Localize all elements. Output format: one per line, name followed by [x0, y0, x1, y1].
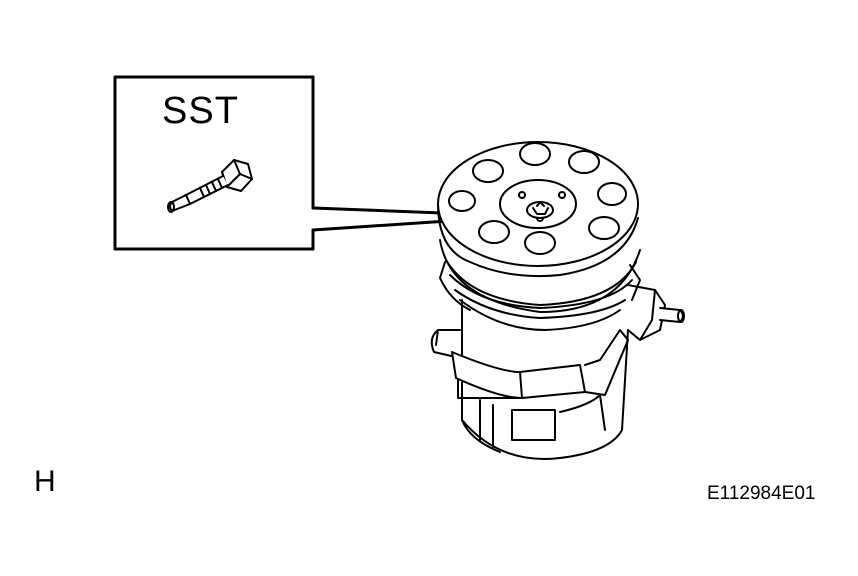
ac-compressor-icon: [430, 141, 685, 460]
sst-label: SST: [162, 90, 239, 132]
section-letter: H: [34, 465, 56, 498]
bolt-icon: [167, 159, 253, 213]
figure-id: E112984E01: [707, 483, 816, 504]
